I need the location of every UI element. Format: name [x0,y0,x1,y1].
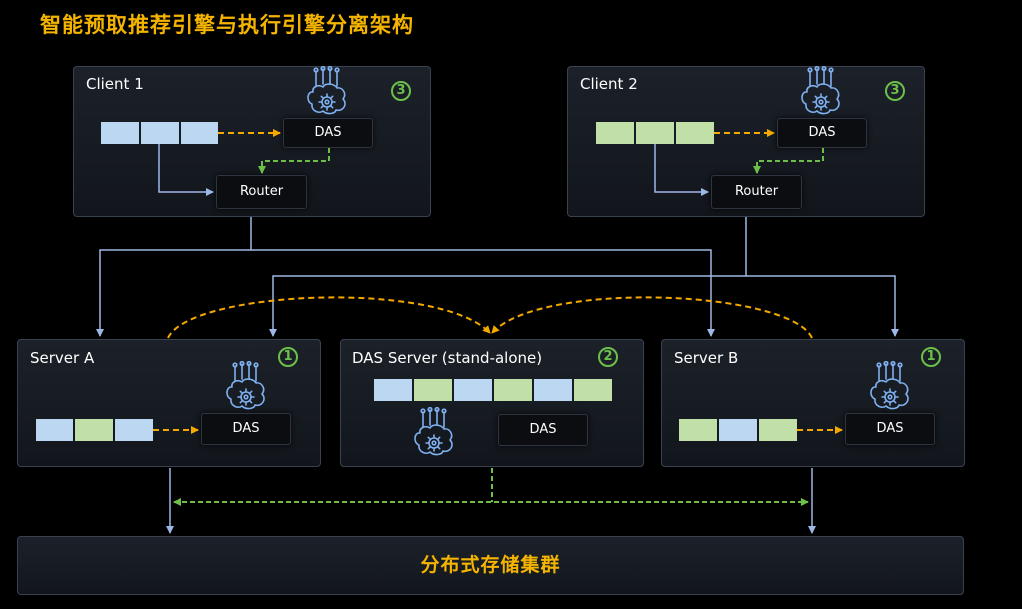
server-a-badge: 1 [278,347,298,367]
server-a-das-box: DAS [201,413,291,445]
client-1-das-box: DAS [283,118,373,148]
storage-cluster: 分布式存储集群 [17,536,964,595]
das-server-label: DAS Server (stand-alone) [352,349,543,367]
brain-gear-icon [801,66,840,115]
das-server-badge: 2 [598,347,618,367]
client-2-das-box: DAS [777,118,867,148]
client-2-to-servers-wires [269,217,899,337]
client-1-badge: 3 [391,81,411,101]
client-2-badge: 3 [885,81,905,101]
server-b-badge: 1 [921,347,941,367]
das-server-das-box: DAS [498,414,588,446]
client-2-router-box: Router [711,175,802,209]
server-b-das-box: DAS [845,413,935,445]
client-2-label: Client 2 [580,75,638,93]
server-b-label: Server B [674,349,739,367]
servers-to-storage-wires [166,468,816,534]
server-to-das-server-arcs [167,296,813,339]
server-b-panel: Server B 1 [661,339,965,467]
diagram-title: 智能预取推荐引擎与执行引擎分离架构 [40,13,414,37]
brain-gear-icon [226,361,265,410]
server-a-label: Server A [30,349,95,367]
das-server-sync-link [173,468,809,506]
client-1-label: Client 1 [86,75,144,93]
brain-gear-icon [870,361,909,410]
server-a-panel: Server A 1 [17,339,321,467]
client-1-to-servers-wires [96,217,715,337]
das-server-panel: DAS Server (stand-alone) 2 [340,339,644,467]
brain-gear-icon [414,407,453,456]
brain-gear-icon [307,66,346,115]
client-1-router-box: Router [216,175,307,209]
